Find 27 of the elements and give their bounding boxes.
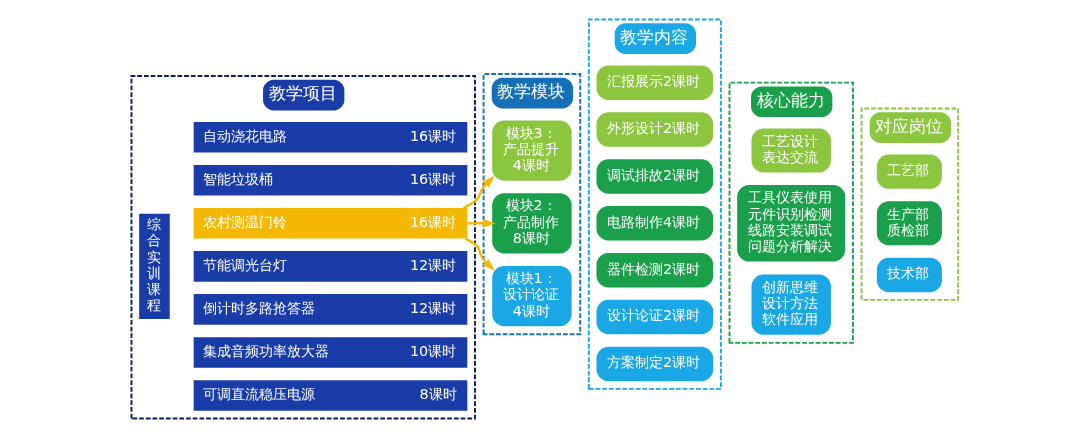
- node-box: 农村测温门铃 16课时: [193, 208, 468, 239]
- node-box: 工具仪表使用 元件识别检测 线路安装调试 问题分析解决: [737, 185, 846, 262]
- node-box: 技术部: [876, 257, 942, 293]
- node-box: 汇报展示2课时: [596, 65, 714, 100]
- node-box: 智能垃圾桶 16课时: [193, 164, 468, 196]
- node-box: 可调直流稳压电源 8课时: [193, 380, 468, 411]
- node-box: 模块1： 设计论证 4课时: [492, 265, 572, 327]
- node-box: 外形设计2课时: [596, 112, 714, 147]
- node-box: 生产部 质检部: [876, 201, 942, 246]
- node-box: 模块3： 产品提升 4课时: [492, 120, 572, 181]
- node-box: 创新思维 设计方法 软件应用: [751, 274, 831, 335]
- arrow: [465, 237, 495, 271]
- node-box: 电路制作4课时: [596, 206, 714, 241]
- node-box: 调试排故2课时: [596, 159, 714, 194]
- node-box: 工艺设计 表达交流: [751, 128, 831, 173]
- node-box: 方案制定2课时: [596, 346, 714, 382]
- node-box: 节能调光台灯 12课时: [193, 251, 468, 282]
- node-box: 集成音频功率放大器 10课时: [193, 337, 468, 368]
- node-box: 自动浇花电路 16课时: [193, 121, 468, 153]
- arrow: [462, 175, 495, 210]
- arrow: [467, 218, 496, 228]
- node-box: 模块2： 产品制作 8课时: [492, 193, 572, 254]
- node-box: 工艺部: [876, 154, 942, 189]
- node-box: 设计论证2课时: [596, 299, 714, 335]
- node-box: 综合实训课程: [139, 213, 170, 319]
- node-box: 器件检测2课时: [596, 252, 714, 288]
- node-box: 倒计时多路抢答器 12课时: [193, 294, 468, 325]
